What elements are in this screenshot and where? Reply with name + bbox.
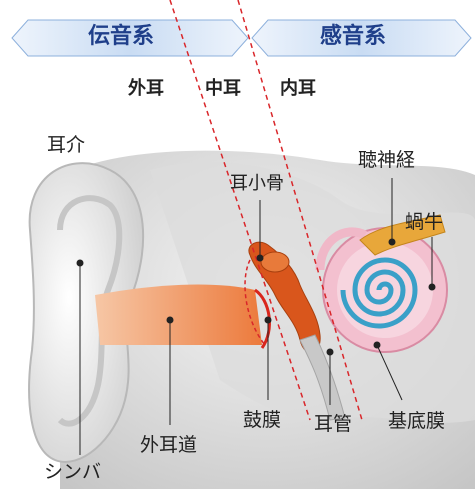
auditory-nerve-shape bbox=[359, 214, 446, 256]
label-eardrum: 鼓膜 bbox=[243, 409, 282, 431]
banner-conductive-label: 伝音系 bbox=[88, 24, 155, 49]
leader-auditory-nerve bbox=[388, 178, 396, 246]
leader-eardrum bbox=[264, 316, 272, 400]
cochlea-spiral bbox=[340, 257, 418, 329]
auricle-shape bbox=[28, 162, 145, 463]
region-outer-ear: 外耳 bbox=[128, 78, 164, 99]
divider-middle-inner bbox=[237, 0, 363, 421]
leader-ossicles bbox=[256, 200, 264, 262]
eustachian-tube bbox=[299, 334, 346, 421]
label-auditory-nerve: 聴神経 bbox=[358, 149, 416, 171]
leader-eustachian bbox=[326, 348, 334, 405]
label-eustachian-tube: 耳管 bbox=[314, 413, 353, 435]
label-basilar-membrane: 基底膜 bbox=[388, 410, 446, 432]
leader-cochlea bbox=[428, 237, 436, 291]
label-ossicles: 耳小骨 bbox=[230, 173, 284, 194]
semicircular-canals bbox=[315, 227, 368, 271]
region-middle-ear: 中耳 bbox=[205, 78, 241, 99]
incus bbox=[260, 251, 290, 273]
divider-outer-middle bbox=[169, 0, 311, 421]
leader-canal bbox=[166, 316, 174, 425]
banner-sensorineural bbox=[251, 19, 472, 57]
middle-ear-outline bbox=[244, 259, 266, 346]
ear-canal bbox=[95, 284, 262, 345]
eardrum-shape bbox=[254, 288, 271, 349]
auricle-inner-fold bbox=[57, 195, 123, 427]
label-external-canal: 外耳道 bbox=[140, 434, 198, 456]
leader-basilar bbox=[373, 341, 403, 401]
banner-conductive bbox=[11, 19, 249, 57]
label-cymba: シンバ bbox=[44, 461, 102, 483]
banner-sensorineural-label: 感音系 bbox=[320, 24, 387, 49]
label-auricle: 耳介 bbox=[47, 134, 86, 156]
leader-auricle bbox=[76, 259, 84, 455]
label-cochlea: 蝸牛 bbox=[405, 211, 444, 233]
region-inner-ear: 内耳 bbox=[280, 78, 316, 99]
